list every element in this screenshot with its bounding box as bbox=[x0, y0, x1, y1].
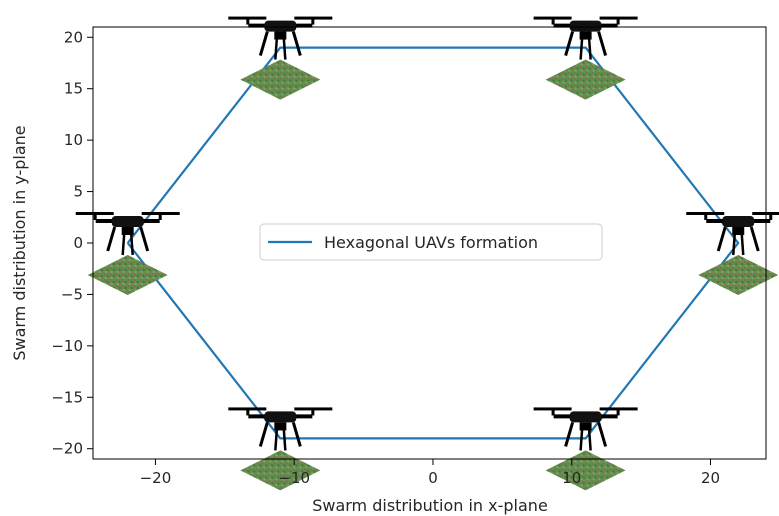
drone-marker bbox=[531, 14, 640, 102]
drone-marker bbox=[226, 14, 335, 102]
x-tick-label: 0 bbox=[428, 469, 438, 487]
x-axis-ticks: −20 −10 0 10 20 bbox=[140, 459, 720, 487]
drone-marker bbox=[531, 405, 640, 493]
legend-box bbox=[259, 223, 603, 261]
y-axis-label: Swarm distribution in y-plane bbox=[10, 125, 29, 360]
legend-label: Hexagonal UAVs formation bbox=[324, 233, 538, 252]
y-axis-ticks: −20 −15 −10 −5 0 5 10 15 20 bbox=[51, 28, 93, 458]
legend: Hexagonal UAVs formation bbox=[259, 223, 603, 261]
x-tick-label: 20 bbox=[701, 469, 720, 487]
x-axis-label: Swarm distribution in x-plane bbox=[312, 496, 548, 515]
plot-area bbox=[126, 46, 740, 440]
y-tick-label: −5 bbox=[61, 285, 83, 303]
y-tick-label: −20 bbox=[51, 440, 83, 458]
drone-marker bbox=[684, 210, 779, 297]
series-line-hexagon bbox=[126, 46, 740, 440]
y-tick-label: 5 bbox=[73, 183, 83, 201]
y-tick-label: −10 bbox=[51, 337, 83, 355]
drone-marker bbox=[73, 210, 182, 297]
x-tick-label: −20 bbox=[140, 469, 172, 487]
y-tick-label: −15 bbox=[51, 388, 83, 406]
x-tick-label: 10 bbox=[562, 469, 581, 487]
y-tick-label: 0 bbox=[73, 234, 83, 252]
y-tick-label: 10 bbox=[64, 131, 83, 149]
y-tick-label: 15 bbox=[64, 80, 83, 98]
y-tick-label: 20 bbox=[64, 28, 83, 46]
x-tick-label: −10 bbox=[278, 469, 310, 487]
